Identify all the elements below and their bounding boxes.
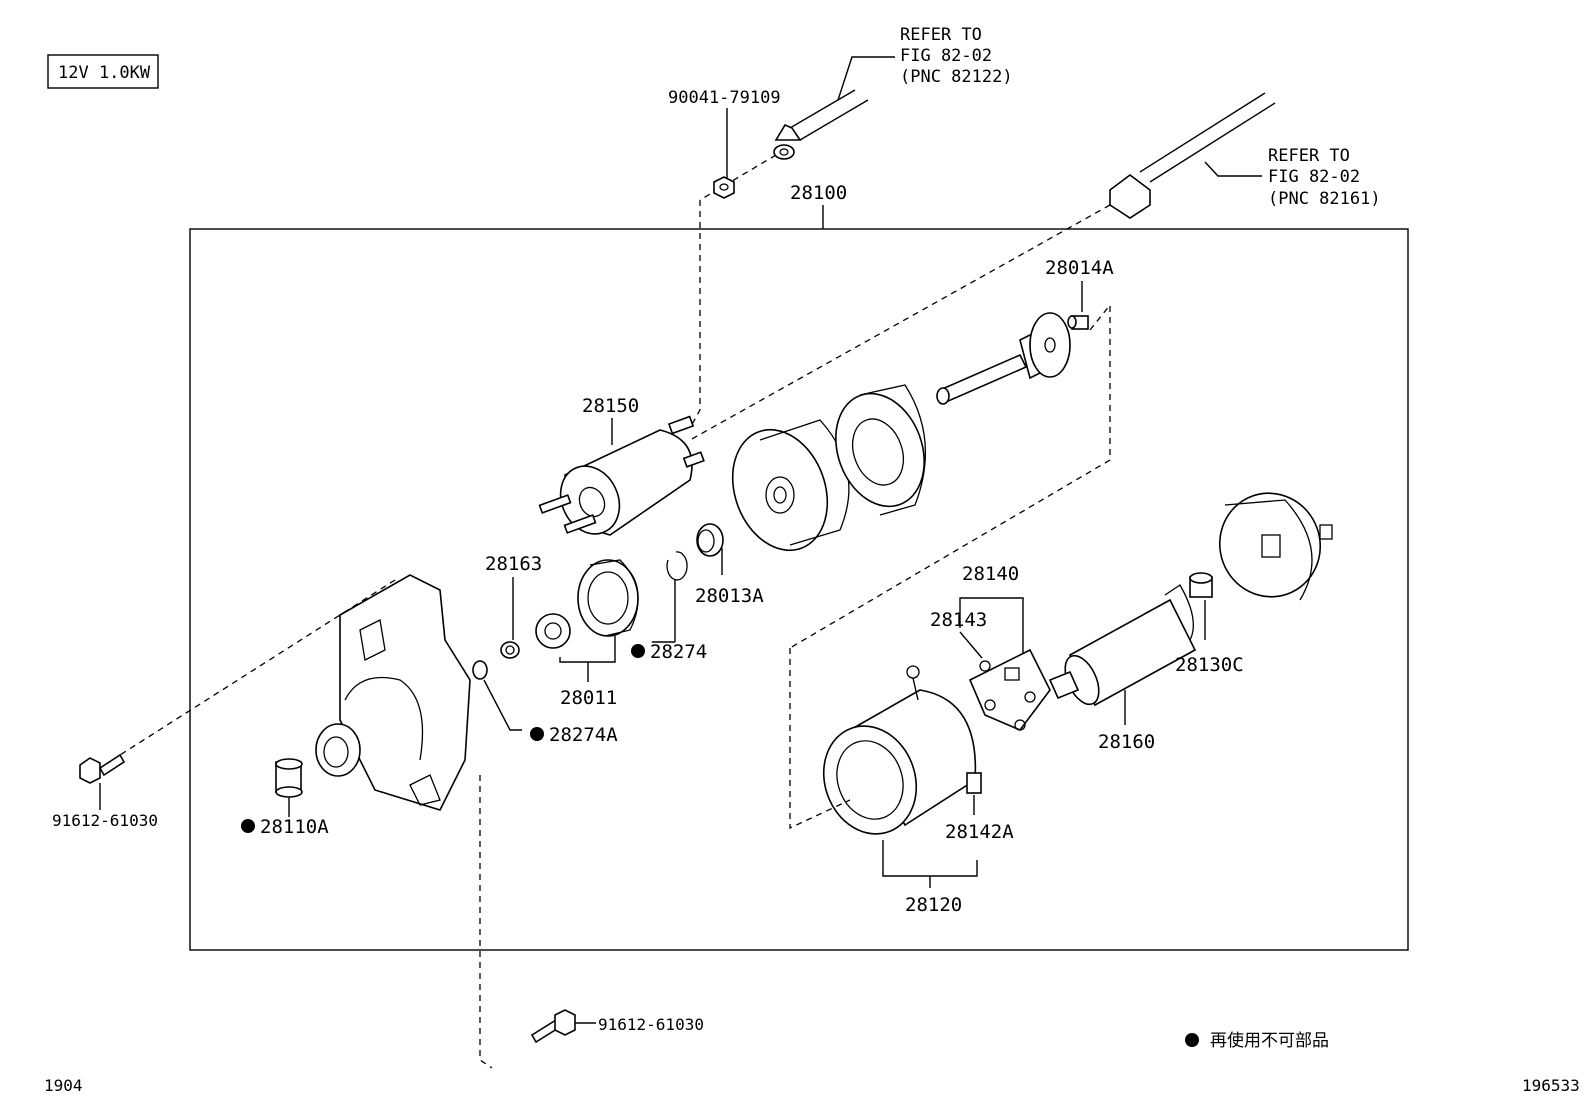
- bolt-91612-bottom: 91612-61030: [530, 1009, 704, 1044]
- label-91612-left: 91612-61030: [52, 811, 158, 830]
- legend-non-reusable: 再使用不可部品: [1185, 1030, 1329, 1051]
- clutch-28011: 28011: [535, 559, 639, 709]
- label-28120: 28120: [905, 894, 962, 916]
- snap-ring-28274: 28274: [631, 551, 707, 663]
- label-28150: 28150: [582, 395, 639, 417]
- cable-lead-1: [699, 89, 869, 201]
- bearing-28130C: 28130C: [1175, 572, 1244, 676]
- legend-dot: [1185, 1033, 1199, 1047]
- refer-2-line1: REFER TO: [1268, 146, 1350, 166]
- label-28274A: 28274A: [549, 724, 618, 746]
- bolt-91612-left: 91612-61030: [52, 753, 158, 830]
- assembly-frame: [189, 228, 1409, 951]
- gear-housing: [835, 384, 927, 516]
- non-reusable-mark-28274: [631, 644, 645, 658]
- label-28142A: 28142A: [945, 821, 1014, 843]
- label-28014A: 28014A: [1045, 257, 1114, 279]
- refer-1-line3: (PNC 82122): [900, 67, 1013, 87]
- footer-code-left: 1904: [44, 1076, 83, 1095]
- ring-28274A: 28274A: [472, 660, 618, 746]
- solenoid-28150: 28150: [538, 395, 705, 536]
- label-28160: 28160: [1098, 731, 1155, 753]
- footer-code-right: 196533: [1522, 1076, 1580, 1095]
- non-reusable-mark-28110A: [241, 819, 255, 833]
- label-28143: 28143: [930, 609, 987, 631]
- washer-28163: 28163: [485, 553, 542, 659]
- planetary-shaft: [936, 312, 1071, 405]
- label-28110A: 28110A: [260, 816, 329, 838]
- refer-2-line3: (PNC 82161): [1268, 189, 1381, 209]
- non-reusable-mark-28274A: [530, 727, 544, 741]
- refer-2-line2: FIG 82-02: [1268, 167, 1360, 187]
- cable-lead-2: [689, 92, 1276, 441]
- label-28100: 28100: [790, 182, 847, 204]
- label-91612-bottom: 91612-61030: [598, 1015, 704, 1034]
- spec-text: 12V 1.0KW: [58, 63, 151, 83]
- legend-text: 再使用不可部品: [1210, 1030, 1329, 1051]
- label-90041: 90041-79109: [668, 88, 781, 108]
- brush-holder-28140: 28140 28143: [930, 563, 1051, 731]
- refer-1-line2: FIG 82-02: [900, 46, 992, 66]
- refer-1-line1: REFER TO: [900, 25, 982, 45]
- label-28140: 28140: [962, 563, 1019, 585]
- nut-90041: 90041-79109: [668, 88, 781, 429]
- label-28013A: 28013A: [695, 585, 764, 607]
- drive-housing: [119, 574, 493, 1069]
- yoke-housing: [731, 419, 850, 552]
- bushing-28014A: 28014A: [789, 257, 1114, 649]
- refer-note-82161: REFER TO FIG 82-02 (PNC 82161): [1204, 146, 1381, 209]
- field-yoke-28120: 28142A 28120: [789, 648, 1014, 916]
- label-28011: 28011: [560, 687, 617, 709]
- armature-28160: 28160: [1048, 584, 1197, 753]
- label-28274: 28274: [650, 641, 707, 663]
- ring-28013A: 28013A: [695, 523, 764, 607]
- spec-box: 12V 1.0KW: [47, 54, 159, 89]
- refer-note-82122: REFER TO FIG 82-02 (PNC 82122): [837, 25, 1013, 101]
- label-28163: 28163: [485, 553, 542, 575]
- bushing-28110A: 28110A: [241, 758, 329, 838]
- label-28130C: 28130C: [1175, 654, 1244, 676]
- end-frame-cover: [1218, 492, 1333, 601]
